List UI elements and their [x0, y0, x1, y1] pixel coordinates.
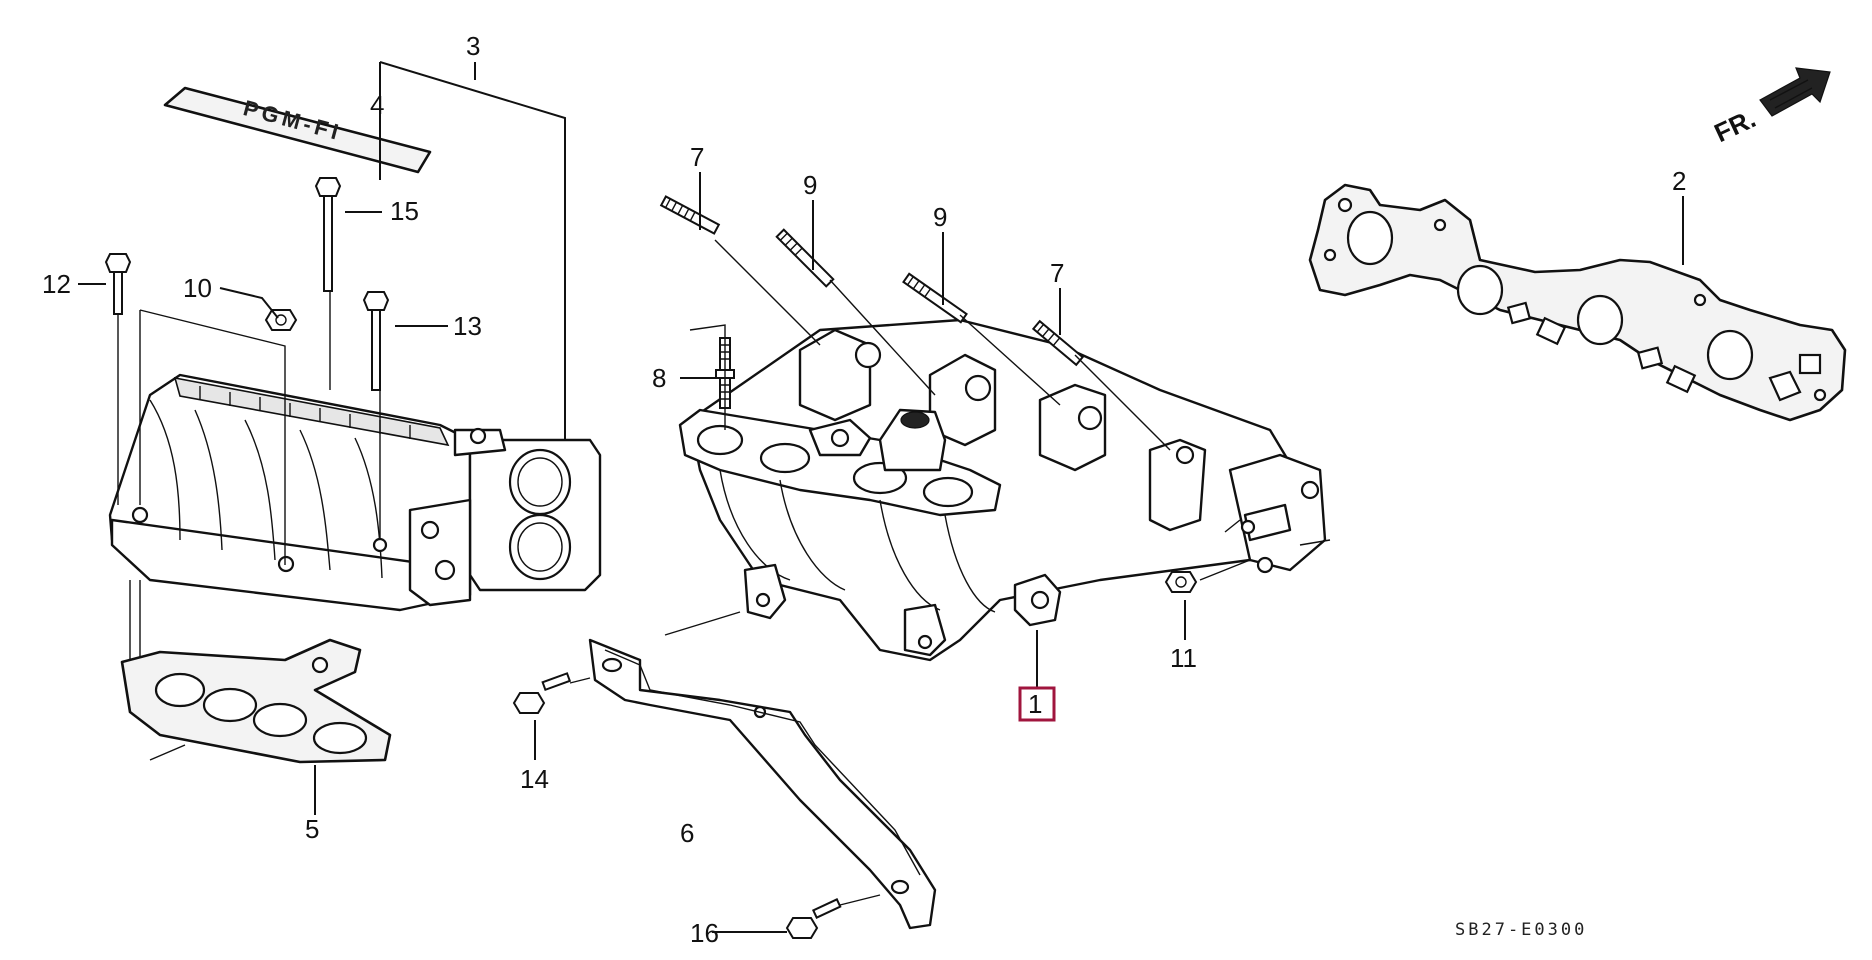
- callout-6: 6: [680, 818, 694, 848]
- gasket-exhaust-side: [1308, 183, 1847, 422]
- cover-plate: PGM-FI: [163, 86, 432, 174]
- callout-5: 5: [305, 814, 319, 844]
- callout-2: 2: [1672, 166, 1686, 196]
- front-direction-indicator: FR.: [1710, 67, 1831, 148]
- callout-7-left: 7: [690, 142, 704, 172]
- callout-3: 3: [466, 31, 480, 61]
- intake-chamber-assembly: [108, 373, 602, 612]
- left-leader-lines: [78, 61, 566, 700]
- callout-9-left: 9: [803, 170, 817, 200]
- chamber-fasteners: [104, 177, 390, 391]
- callout-4: 4: [370, 90, 384, 120]
- bracket-bolts: [512, 672, 881, 939]
- part-1-highlight-box: [1018, 686, 1056, 722]
- nut-11: [1164, 571, 1198, 593]
- callout-1: 1: [1028, 689, 1042, 719]
- front-direction-label: FR.: [1710, 103, 1761, 148]
- gasket-lower-left: [120, 638, 392, 815]
- manifold-bracket: [588, 611, 937, 930]
- callout-13: 13: [453, 311, 482, 341]
- callout-14: 14: [520, 764, 549, 794]
- callout-9-right: 9: [933, 202, 947, 232]
- callout-12: 12: [42, 269, 71, 299]
- callout-labels: 1 2 3 4 5 6 7 7 8 9 9 10 11 12 13 14 15 …: [42, 31, 1686, 948]
- callout-15: 15: [390, 196, 419, 226]
- callout-8: 8: [652, 363, 666, 393]
- callout-16: 16: [690, 918, 719, 948]
- callout-10: 10: [183, 273, 212, 303]
- intake-manifold: [678, 318, 1327, 662]
- callout-11: 11: [1170, 643, 1197, 673]
- center-leader-lines: [680, 172, 1331, 693]
- callout-7-right: 7: [1050, 258, 1064, 288]
- diagram-code: SB27-E0300: [1455, 920, 1587, 940]
